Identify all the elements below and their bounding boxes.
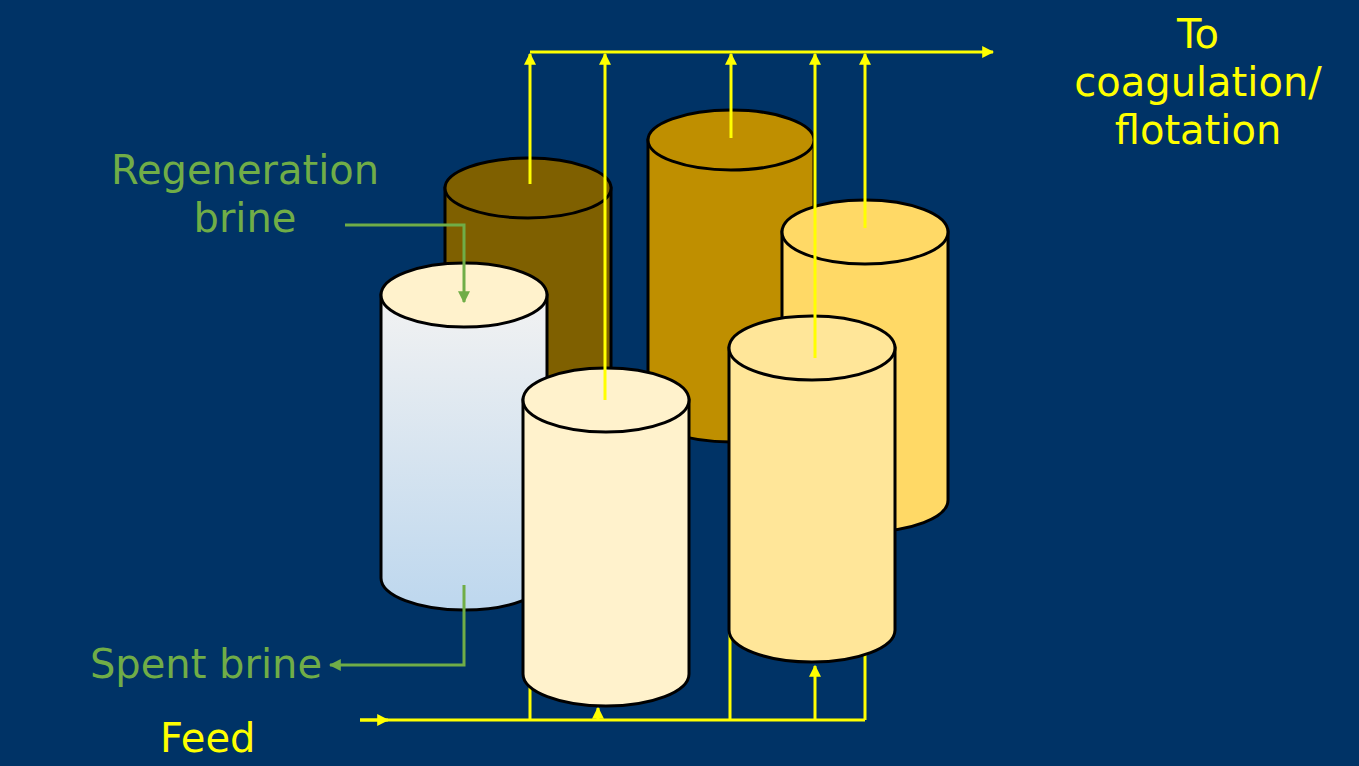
brine-outlet-label: Spent brine <box>10 640 322 688</box>
brine-piping <box>330 225 464 665</box>
ion-exchange-columns <box>381 110 948 706</box>
product-piping <box>530 52 993 400</box>
brine-inlet-label: Regeneration brine <box>90 146 400 242</box>
feed-label: Feed <box>160 714 350 762</box>
outlet-label: To coagulation/ flotation <box>1068 10 1328 154</box>
